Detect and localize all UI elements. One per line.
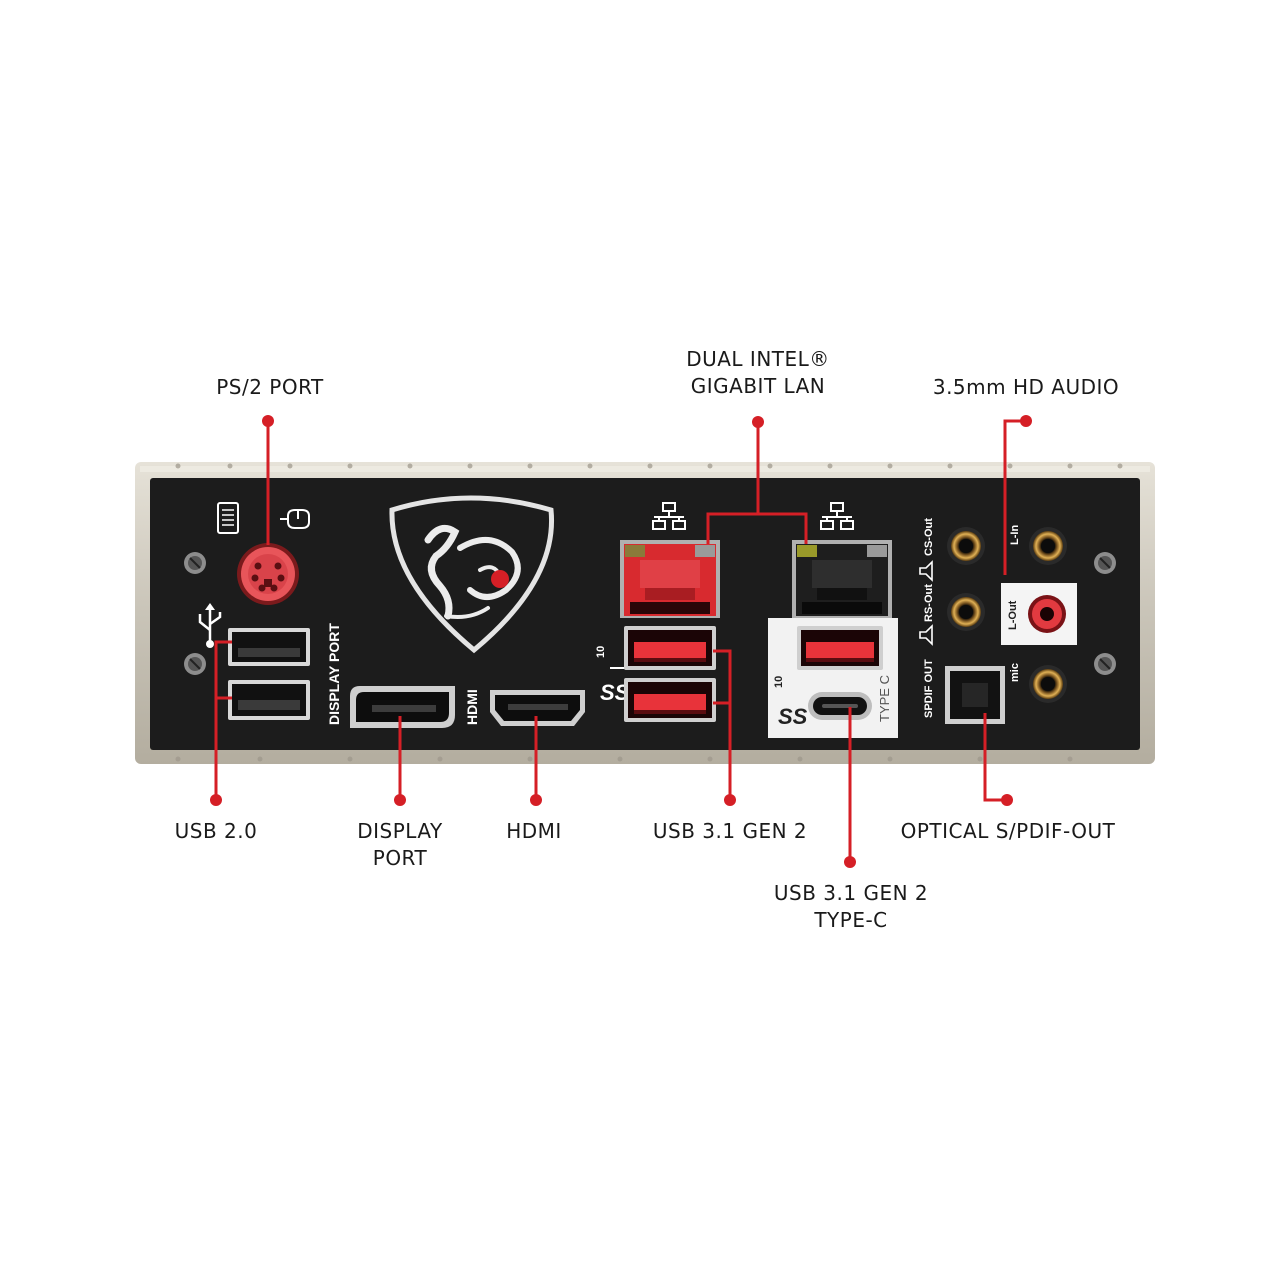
leader-lines	[214, 419, 1026, 862]
leader-audio	[1003, 419, 1026, 575]
speaker-icon	[919, 624, 933, 646]
leader-dots	[210, 415, 1032, 868]
screw	[184, 552, 206, 574]
l-in-label: L-In	[1009, 525, 1021, 545]
ps2-port[interactable]	[237, 543, 299, 605]
callout-displayport: DISPLAY PORT	[357, 819, 443, 870]
screw	[1094, 552, 1116, 574]
network-icon	[652, 502, 686, 530]
mouse-icon	[280, 509, 310, 529]
spdif-panel-label: SPDIF OUT	[923, 659, 935, 718]
callout-ps2: PS/2 PORT	[216, 375, 324, 399]
leader-optical	[983, 713, 1007, 802]
rs-out-label: RS-Out	[923, 584, 935, 622]
svg-text:SS: SS	[778, 704, 808, 729]
msi-dragon-logo	[389, 495, 555, 654]
lan-port-1[interactable]	[620, 540, 720, 618]
usb31-port[interactable]	[624, 626, 716, 670]
callout-usb31c: USB 3.1 GEN 2 TYPE-C	[773, 881, 929, 932]
leader-lan	[706, 422, 808, 544]
usb-icon	[198, 603, 222, 648]
displayport-port[interactable]	[350, 686, 455, 728]
l-out-label: L-Out	[1007, 600, 1019, 630]
callout-usb31: USB 3.1 GEN 2	[652, 819, 808, 843]
audio-jack-l-out[interactable]	[1028, 595, 1066, 633]
callout-usb20: USB 2.0	[174, 819, 258, 843]
audio-jack-l-in[interactable]	[1029, 527, 1067, 565]
screw	[184, 653, 206, 675]
type-c-panel-label: TYPE C	[877, 675, 892, 722]
network-icon	[820, 502, 854, 530]
cs-out-label: CS-Out	[923, 518, 935, 556]
callout-audio: 3.5mm HD AUDIO	[932, 375, 1120, 399]
speaker-icon	[919, 560, 933, 582]
usb2-port[interactable]	[228, 628, 310, 666]
usb31-port[interactable]	[797, 626, 883, 670]
lan-port-2[interactable]	[792, 540, 892, 618]
audio-jack-cs-out[interactable]	[947, 527, 985, 565]
hdmi-panel-label: HDMI	[464, 689, 480, 725]
hdmi-port[interactable]	[490, 690, 585, 726]
usb-speed-label: 10	[595, 646, 607, 658]
audio-jack-mic[interactable]	[1029, 665, 1067, 703]
leader-usb20	[214, 640, 232, 800]
leader-usb31	[713, 649, 732, 800]
usb-superspeed-icon: SS 10	[595, 646, 630, 705]
displayport-panel-label: DISPLAY PORT	[326, 623, 342, 725]
usb-superspeed-icon: SS 10	[773, 676, 808, 729]
usb-c-port[interactable]	[808, 692, 872, 720]
spdif-optical-port[interactable]	[945, 666, 1005, 724]
callout-hdmi: HDMI	[506, 819, 562, 843]
keyboard-icon	[217, 502, 239, 534]
frame-dimples	[175, 463, 1123, 762]
usb2-port[interactable]	[228, 680, 310, 720]
screw	[1094, 653, 1116, 675]
callout-optical: OPTICAL S/PDIF-OUT	[900, 819, 1116, 843]
usb31-port[interactable]	[624, 678, 716, 722]
usb-speed-label: 10	[773, 676, 785, 688]
audio-jack-rs-out[interactable]	[947, 593, 985, 631]
callout-lan: DUAL INTEL® GIGABIT LAN	[686, 347, 830, 398]
mic-label: mic	[1009, 663, 1021, 682]
